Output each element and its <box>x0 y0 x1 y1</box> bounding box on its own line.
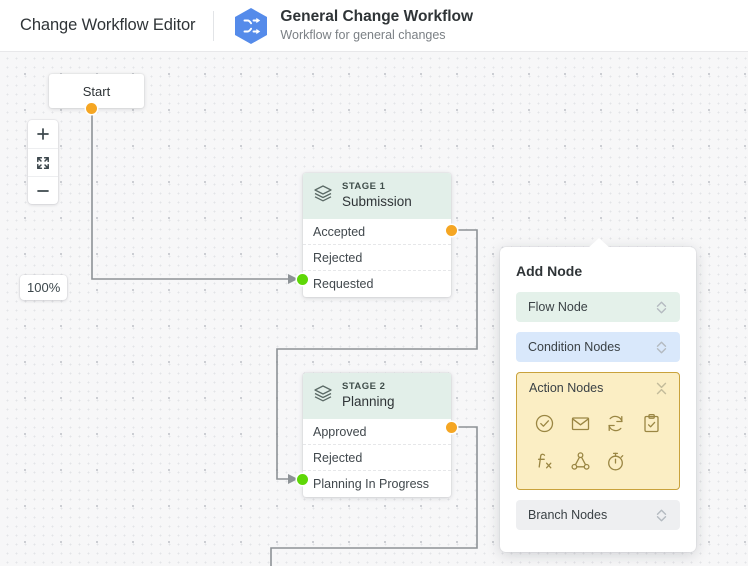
category-branch-nodes[interactable]: Branch Nodes <box>516 500 680 530</box>
action-node-icon-grid <box>517 403 679 489</box>
stage-1-header: STAGE 1 Submission <box>303 173 451 219</box>
stage-1-output-port-accepted[interactable] <box>446 225 457 236</box>
stage-1-row-accepted[interactable]: Accepted <box>303 219 451 245</box>
envelope-icon[interactable] <box>568 411 592 435</box>
workflow-meta: General Change Workflow Workflow for gen… <box>280 8 473 43</box>
plus-icon <box>37 128 49 140</box>
zoom-in-button[interactable] <box>28 120 58 148</box>
expand-icon <box>37 156 49 169</box>
zoom-toolbar <box>28 120 58 204</box>
stage-2-input-port-planning[interactable] <box>297 474 308 485</box>
page-title: Change Workflow Editor <box>20 16 196 34</box>
stage-2-row-label: Approved <box>313 424 367 439</box>
check-circle-icon[interactable] <box>533 411 557 435</box>
zoom-out-button[interactable] <box>28 176 58 204</box>
node-start[interactable]: Start <box>49 74 144 108</box>
stage-1-row-label: Requested <box>313 277 374 291</box>
category-condition-nodes-label: Condition Nodes <box>528 340 621 354</box>
header-divider <box>213 10 215 41</box>
stage-2-header: STAGE 2 Planning <box>303 373 451 419</box>
category-action-nodes-label: Action Nodes <box>529 381 604 395</box>
chevron-updown-icon <box>655 340 668 355</box>
node-start-label: Start <box>82 83 111 99</box>
minus-icon <box>37 189 49 192</box>
category-action-nodes-header[interactable]: Action Nodes <box>517 373 679 403</box>
zoom-level-indicator[interactable]: 100% <box>20 275 68 300</box>
workflow-name: General Change Workflow <box>280 8 474 25</box>
stage-2-row-planning-in-progress[interactable]: Planning In Progress <box>303 471 451 497</box>
timer-icon[interactable] <box>604 449 628 473</box>
chevron-updown-icon <box>655 508 668 523</box>
start-output-port[interactable] <box>86 103 97 114</box>
stage-2-titles: STAGE 2 Planning <box>342 381 395 410</box>
category-branch-nodes-label: Branch Nodes <box>528 508 608 522</box>
fit-to-screen-button[interactable] <box>28 148 58 176</box>
stage-1-row-label: Rejected <box>313 250 363 265</box>
node-stage-1[interactable]: STAGE 1 Submission Accepted Rejected Req… <box>303 173 451 297</box>
stage-1-row-requested[interactable]: Requested <box>303 271 451 297</box>
stage-2-kicker: STAGE 2 <box>342 381 386 392</box>
stage-1-row-rejected[interactable]: Rejected <box>303 245 451 271</box>
stage-1-name: Submission <box>342 194 412 209</box>
stage-2-output-port-approved[interactable] <box>446 422 457 433</box>
node-stage-2[interactable]: STAGE 2 Planning Approved Rejected Plann… <box>303 373 451 497</box>
share-network-icon[interactable] <box>568 449 592 473</box>
connector-edges <box>91 108 478 566</box>
category-flow-node[interactable]: Flow Node <box>516 292 680 322</box>
workflow-subtitle: Workflow for general changes <box>280 28 446 42</box>
stage-1-titles: STAGE 1 Submission <box>342 181 412 210</box>
stage-2-row-approved[interactable]: Approved <box>303 419 451 445</box>
stage-2-row-rejected[interactable]: Rejected <box>303 445 451 471</box>
chevron-updown-icon <box>655 300 668 315</box>
panel-notch <box>588 238 610 248</box>
collapse-x-icon[interactable] <box>655 381 668 396</box>
clipboard-check-icon[interactable] <box>639 411 663 435</box>
add-node-panel: Add Node Flow Node Condition Nodes <box>500 238 696 552</box>
workflow-canvas[interactable]: 100% Start STAGE 1 Submission <box>0 52 748 566</box>
stage-2-row-label: Rejected <box>313 450 363 465</box>
layers-icon <box>313 183 333 208</box>
stage-1-kicker: STAGE 1 <box>342 181 386 192</box>
category-flow-node-label: Flow Node <box>528 300 588 314</box>
stage-2-name: Planning <box>342 394 395 409</box>
app-header: Change Workflow Editor General Change Wo… <box>0 0 748 52</box>
layers-icon <box>313 383 333 408</box>
category-condition-nodes[interactable]: Condition Nodes <box>516 332 680 362</box>
category-action-nodes: Action Nodes <box>516 372 680 490</box>
shuffle-icon <box>234 7 268 45</box>
function-fx-icon[interactable] <box>533 449 557 473</box>
stage-2-row-label: Planning In Progress <box>313 477 430 491</box>
sync-icon[interactable] <box>604 411 628 435</box>
stage-1-row-label: Accepted <box>313 224 366 239</box>
stage-1-input-port-requested[interactable] <box>297 274 308 285</box>
add-node-panel-title: Add Node <box>516 263 583 279</box>
